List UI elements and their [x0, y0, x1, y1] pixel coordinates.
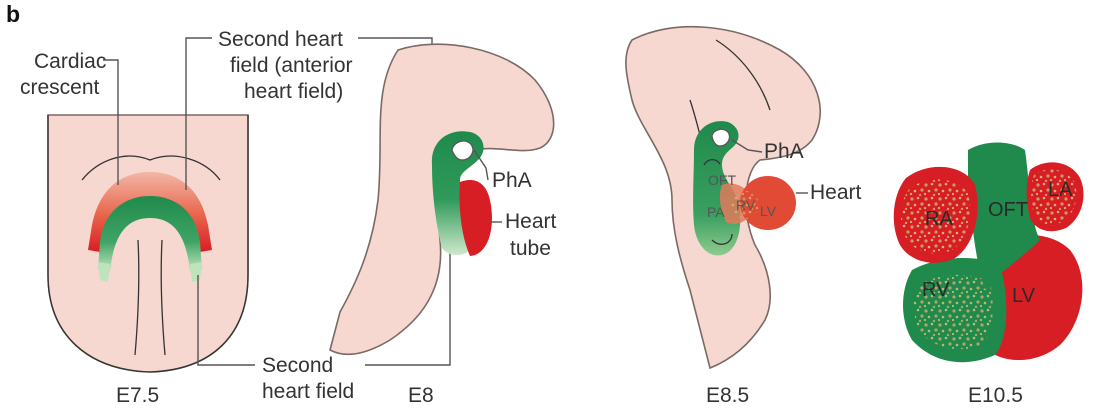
- label-shf-bottom-line2: heart field: [262, 380, 354, 403]
- stage-e10-5-group: [894, 143, 1084, 363]
- stage-e8-5-group: [626, 27, 820, 368]
- panel-label: b: [6, 1, 20, 27]
- label-pha-e8-5: PhA: [764, 140, 804, 163]
- label-heart-tube-line1: Heart: [505, 210, 557, 233]
- label-rv: RV: [922, 279, 950, 301]
- label-cardiac-crescent-line2: crescent: [20, 76, 100, 99]
- label-oft: OFT: [988, 199, 1028, 221]
- e8-5-pharyngeal-arch: [712, 129, 729, 146]
- stage-label-e7-5: E7.5: [116, 384, 159, 407]
- label-lv-e8-5: LV: [760, 203, 777, 219]
- label-cardiac-crescent-line1: Cardiac: [34, 50, 106, 73]
- stage-e8-group: [330, 44, 554, 354]
- label-lv: LV: [1012, 285, 1036, 307]
- label-pa-e8-5: PA: [707, 204, 725, 220]
- label-shf-top-line2: field (anterior: [230, 54, 353, 77]
- label-shf-bottom-line1: Second: [262, 354, 333, 377]
- label-shf-top-line1: Second heart: [218, 28, 343, 51]
- label-oft-e8-5: OFT: [708, 172, 736, 188]
- stage-label-e10-5: E10.5: [968, 384, 1023, 407]
- label-rv-e8-5: RV: [736, 197, 756, 213]
- stage-label-e8: E8: [408, 384, 434, 407]
- stage-e7-5-group: [48, 115, 248, 372]
- label-heart-e8-5: Heart: [810, 181, 862, 204]
- label-pha-e8: PhA: [492, 169, 532, 192]
- label-la: LA: [1048, 179, 1073, 201]
- e7-5-embryo-body: [48, 115, 248, 372]
- label-heart-tube-line2: tube: [510, 237, 551, 260]
- label-ra: RA: [925, 208, 953, 230]
- e8-pharyngeal-arch: [452, 141, 473, 160]
- label-shf-top-line3: heart field): [244, 80, 343, 103]
- stage-label-e8-5: E8.5: [706, 384, 749, 407]
